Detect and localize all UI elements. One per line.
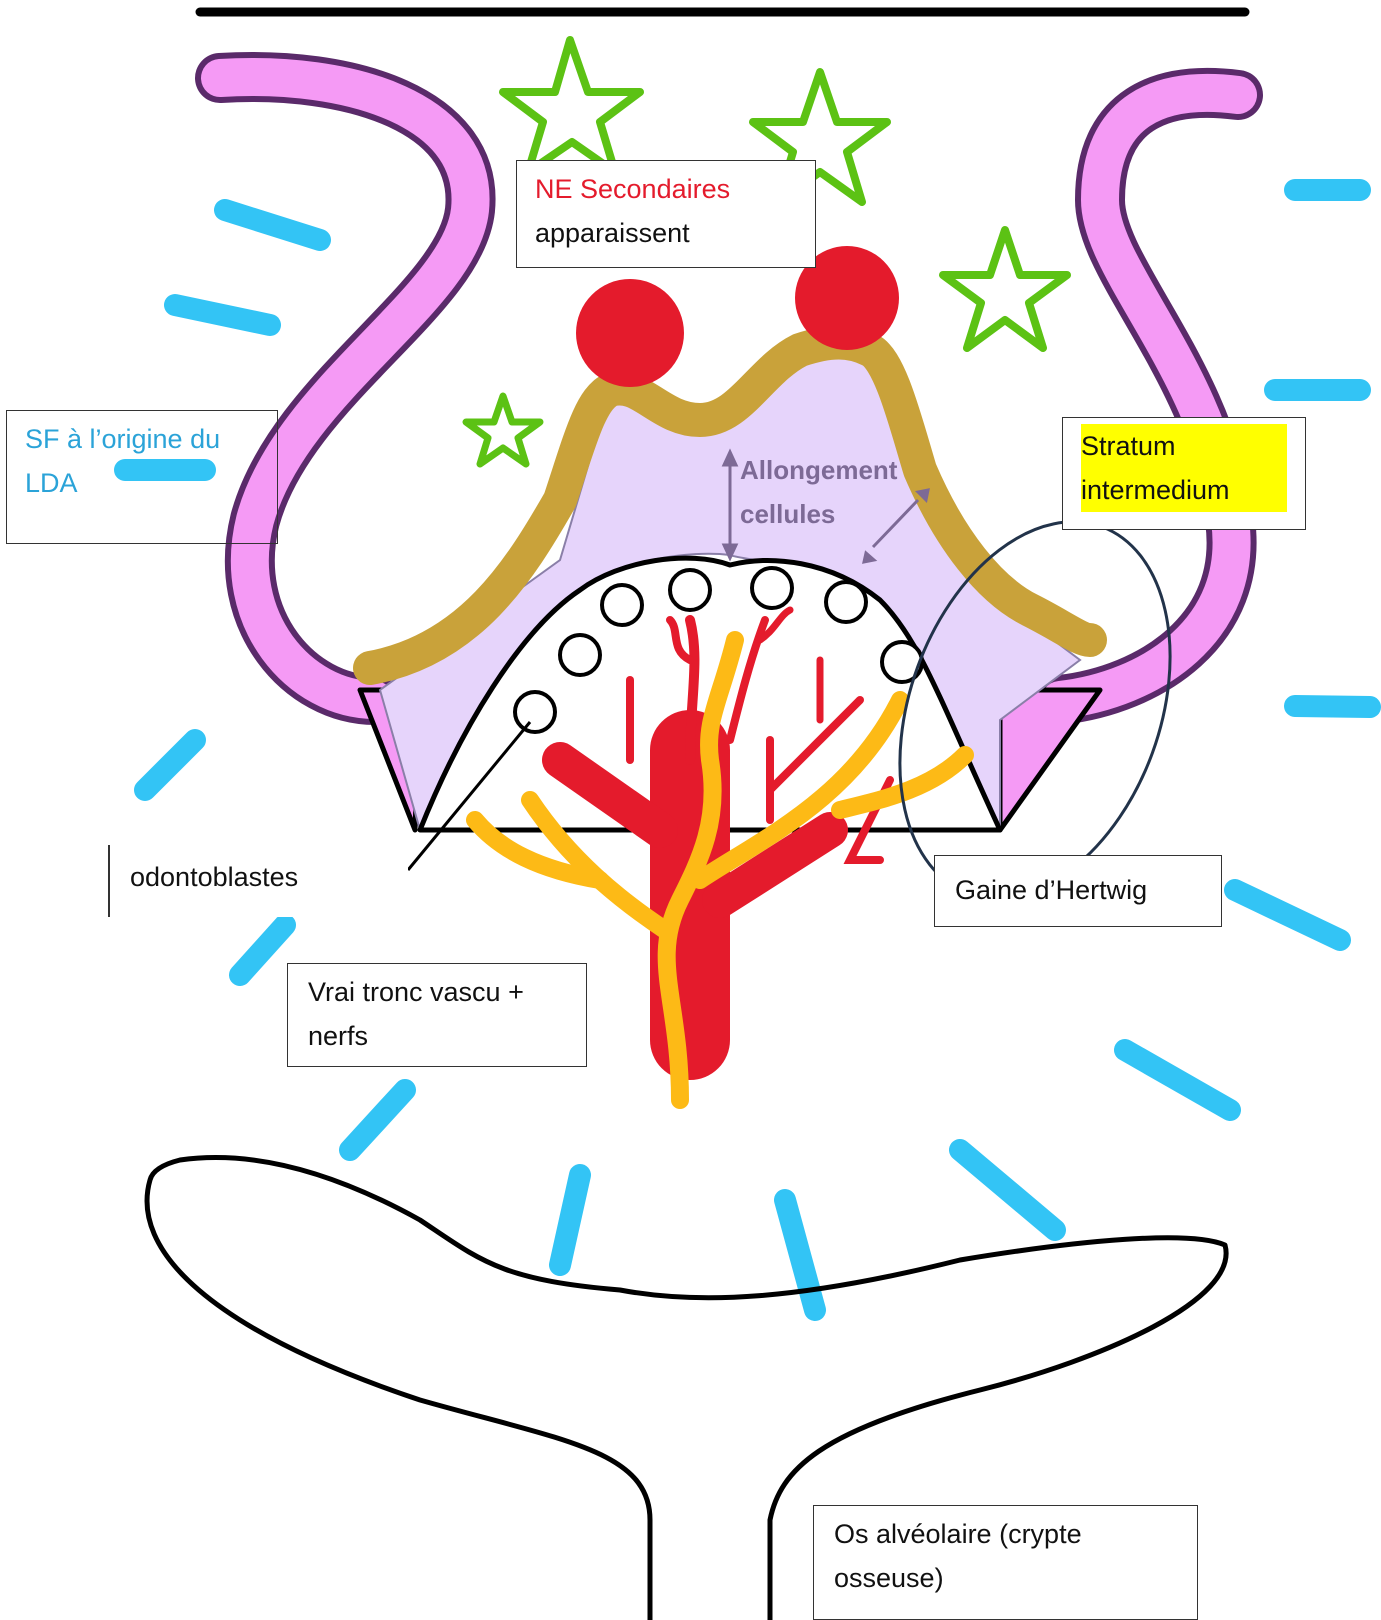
label-odontoblastes: odontoblastes <box>108 845 408 917</box>
green-star-3 <box>943 230 1067 348</box>
allongement-line2: cellules <box>740 492 897 536</box>
stratum-line2: intermedium <box>1081 468 1287 512</box>
label-allongement: Allongement cellules <box>740 448 897 536</box>
os-line2: osseuse) <box>834 1556 1177 1600</box>
sf-line1: SF à l’origine du <box>25 417 259 461</box>
ne-secondaires-black: apparaissent <box>535 211 797 255</box>
green-star-1 <box>503 40 640 172</box>
ne-secondaires-red: NE Secondaires <box>535 167 797 211</box>
enamel-knot-left <box>576 279 684 387</box>
os-line1: Os alvéolaire (crypte <box>834 1512 1177 1556</box>
label-os-alveolaire: Os alvéolaire (crypte osseuse) <box>813 1505 1198 1620</box>
vrai-tronc-line2: nerfs <box>308 1014 566 1058</box>
odontoblastes-text: odontoblastes <box>130 855 388 899</box>
sf-line2: LDA <box>25 461 259 505</box>
label-ne-secondaires: NE Secondaires apparaissent <box>516 160 816 268</box>
allongement-line1: Allongement <box>740 448 897 492</box>
label-gaine-hertwig: Gaine d’Hertwig <box>934 855 1222 927</box>
stratum-line1: Stratum <box>1081 424 1287 468</box>
label-sf-lda: SF à l’origine du LDA <box>6 410 278 544</box>
vrai-tronc-line1: Vrai tronc vascu + <box>308 970 566 1014</box>
green-star-4 <box>466 396 540 464</box>
label-stratum-intermedium: Stratum intermedium <box>1062 417 1306 530</box>
label-vrai-tronc: Vrai tronc vascu + nerfs <box>287 963 587 1067</box>
gaine-text: Gaine d’Hertwig <box>955 868 1201 912</box>
